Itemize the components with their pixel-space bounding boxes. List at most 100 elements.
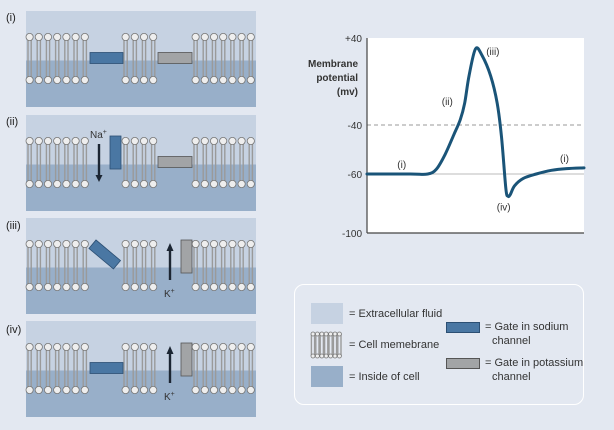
lipid-head — [246, 76, 255, 85]
lipid-head — [209, 342, 218, 351]
lipid-head — [121, 385, 130, 394]
lipid-head — [71, 136, 80, 145]
lipid-head — [191, 136, 200, 145]
y-tick-label: +40 — [345, 34, 362, 45]
potassium-gate — [157, 52, 193, 64]
lipid-head — [121, 282, 130, 291]
lipid-head — [44, 342, 53, 351]
panel-label-iii: (iii) — [6, 220, 21, 232]
lipid-head — [62, 33, 71, 42]
lipid-head — [328, 353, 334, 359]
action-potential-chart: +40-40-60-100Membranepotential(mv)(i)(ii… — [308, 34, 586, 240]
lipid-head — [80, 76, 89, 85]
lipid-head — [209, 76, 218, 85]
cell-membrane-segment — [310, 331, 342, 359]
lipid-head — [71, 179, 80, 188]
lipid-head — [62, 76, 71, 85]
lipid-head — [139, 282, 148, 291]
lipid-head — [219, 282, 228, 291]
lipid-head — [191, 179, 200, 188]
potassium-gate — [157, 156, 193, 168]
lipid-head — [237, 342, 246, 351]
lipid-head — [44, 239, 53, 248]
lipid-head — [44, 136, 53, 145]
legend-swatch-sodium-gate — [446, 322, 480, 333]
lipid-head — [228, 239, 237, 248]
lipid-head — [71, 282, 80, 291]
y-tick-label: -40 — [348, 121, 363, 132]
lipid-head — [25, 282, 34, 291]
y-axis-label: Membrane — [308, 59, 358, 70]
lipid-head — [228, 76, 237, 85]
lipid-head — [53, 239, 62, 248]
lipid-head — [71, 76, 80, 85]
lipid-head — [228, 179, 237, 188]
sodium-gate — [89, 52, 124, 64]
lipid-head — [191, 385, 200, 394]
ion-label: K+ — [164, 288, 175, 300]
lipid-head — [44, 33, 53, 42]
lipid-head — [80, 179, 89, 188]
lipid-head — [34, 179, 43, 188]
lipid-head — [80, 385, 89, 394]
cell-membrane-segment — [25, 136, 89, 188]
lipid-head — [130, 239, 139, 248]
plot-area — [367, 38, 584, 233]
lipid-head — [246, 282, 255, 291]
lipid-head — [44, 385, 53, 394]
lipid-head — [121, 342, 130, 351]
lipid-head — [200, 282, 209, 291]
lipid-head — [25, 342, 34, 351]
lipid-head — [80, 136, 89, 145]
membrane-potential-curve — [365, 46, 586, 199]
lipid-head — [246, 33, 255, 42]
lipid-head — [219, 33, 228, 42]
panel-label-ii: (ii) — [6, 116, 19, 128]
sodium-gate — [89, 362, 124, 374]
lipid-head — [237, 76, 246, 85]
cell-membrane-segment — [121, 239, 158, 291]
lipid-head — [149, 282, 158, 291]
lipid-head — [34, 282, 43, 291]
y-axis-label: potential — [316, 73, 358, 84]
membrane-panel: K+ — [25, 321, 256, 417]
lipid-head — [62, 385, 71, 394]
lipid-head — [332, 353, 338, 359]
lipid-head — [246, 136, 255, 145]
phase-annotation: (i) — [397, 160, 406, 171]
lipid-head — [34, 239, 43, 248]
lipid-head — [310, 331, 316, 337]
arrow-head — [166, 346, 174, 354]
lipid-head — [209, 136, 218, 145]
cell-membrane-segment — [191, 239, 255, 291]
lipid-head — [53, 33, 62, 42]
cell-membrane-segment — [25, 239, 89, 291]
lipid-head — [25, 33, 34, 42]
lipid-head — [246, 385, 255, 394]
lipid-head — [121, 239, 130, 248]
lipid-head — [246, 239, 255, 248]
lipid-head — [130, 342, 139, 351]
lipid-head — [228, 136, 237, 145]
sodium-gate — [109, 135, 122, 170]
legend-label-inside: = Inside of cell — [349, 371, 420, 383]
lipid-head — [130, 76, 139, 85]
membrane-panel: Na+ — [25, 115, 256, 211]
membrane-panels: Na+ K+ K+ — [25, 11, 256, 417]
lipid-head — [34, 33, 43, 42]
legend-swatch-extracellular — [311, 303, 343, 324]
lipid-head — [80, 282, 89, 291]
lipid-head — [62, 239, 71, 248]
lipid-head — [228, 342, 237, 351]
phase-annotation: (i) — [560, 154, 569, 165]
lipid-head — [191, 76, 200, 85]
phase-annotation: (iv) — [497, 202, 511, 213]
cell-membrane-segment — [121, 342, 158, 394]
legend-swatch-membrane — [310, 331, 342, 359]
lipid-head — [336, 353, 342, 359]
lipid-head — [25, 239, 34, 248]
lipid-head — [200, 385, 209, 394]
lipid-head — [336, 331, 342, 337]
lipid-head — [310, 353, 316, 359]
phase-annotation: (iii) — [486, 47, 499, 58]
